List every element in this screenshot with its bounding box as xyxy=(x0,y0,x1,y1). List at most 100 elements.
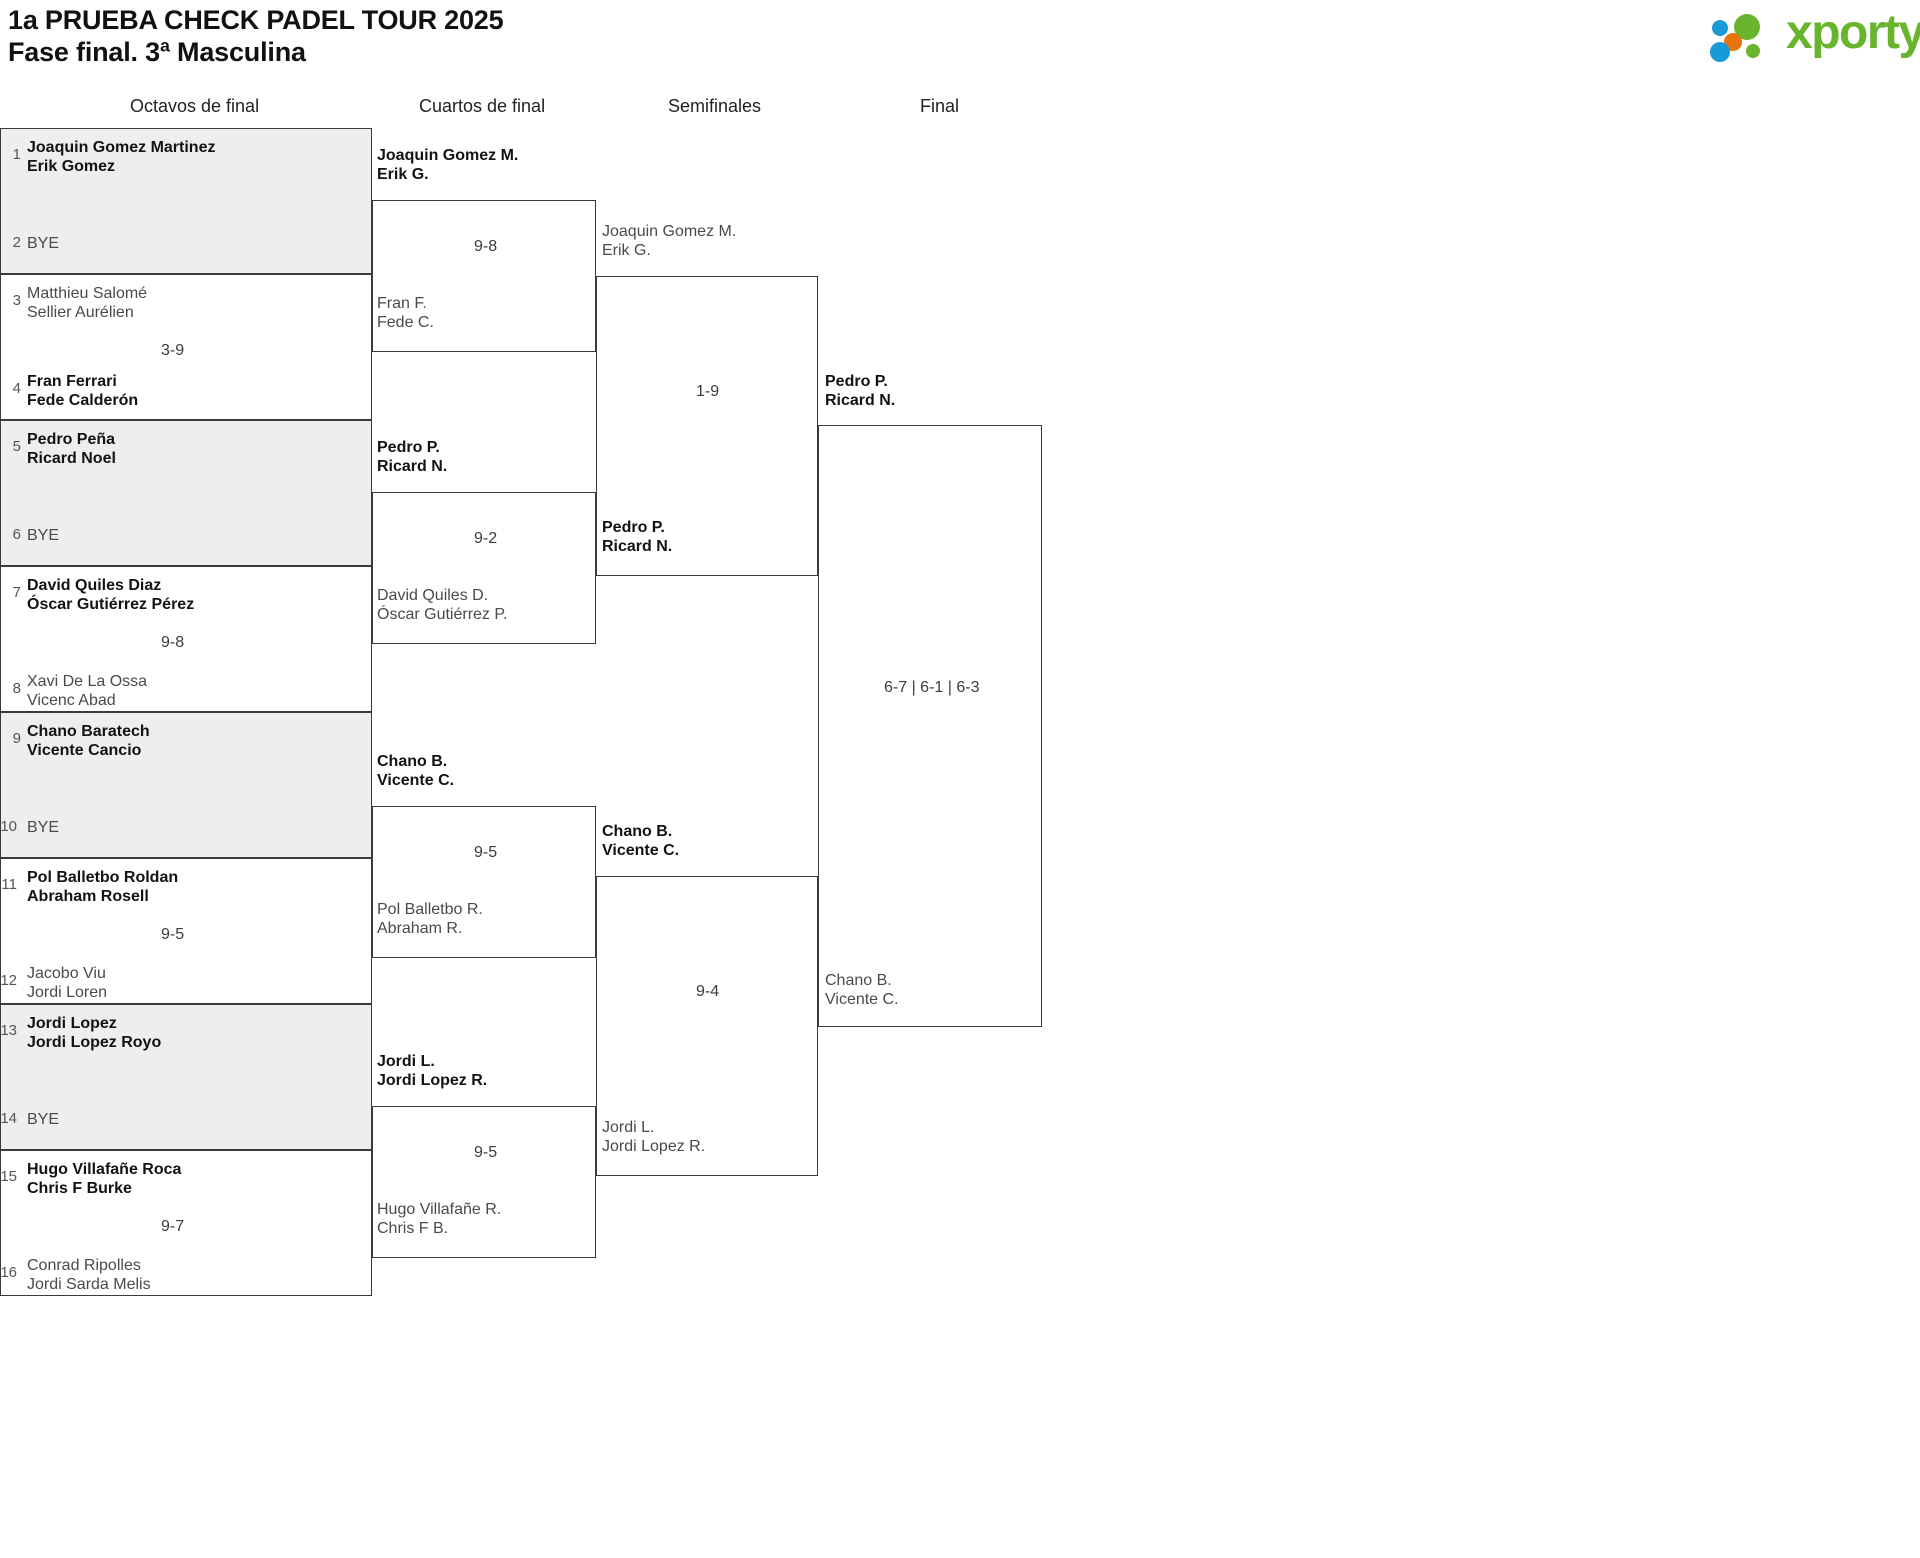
r2-match-1-team-bottom-line1: Fran F. xyxy=(377,295,427,312)
team-name-line1: BYE xyxy=(27,1111,60,1128)
match-score: 9-5 xyxy=(161,926,185,943)
seed-number: 8 xyxy=(12,680,21,697)
team-name-line2: Chris F Burke xyxy=(27,1180,132,1197)
r4-match-1-team-bottom-line2: Vicente C. xyxy=(825,991,899,1008)
seed-number: 9 xyxy=(12,730,21,747)
r2-match-1-score: 9-8 xyxy=(474,238,498,255)
r3-match-2[interactable] xyxy=(596,876,818,1176)
team-name-line2: Sellier Aurélien xyxy=(27,304,134,321)
r2-match-1-team-top-line2: Erik G. xyxy=(377,166,429,183)
r4-match-1-team-top-line1: Pedro P. xyxy=(825,373,888,390)
team-name-line1: Pol Balletbo Roldan xyxy=(27,869,179,886)
logo-wordmark: xporty xyxy=(1786,6,1920,59)
team-name-line2: Vicente Cancio xyxy=(27,742,142,759)
r4-match-1-team-bottom-line1: Chano B. xyxy=(825,972,892,989)
r3-match-1-team-top-line1: Joaquin Gomez M. xyxy=(602,223,737,240)
r2-match-3[interactable] xyxy=(372,806,596,958)
team-name-line1: BYE xyxy=(27,819,60,836)
page-title: 1a PRUEBA CHECK PADEL TOUR 2025 Fase fin… xyxy=(8,4,504,68)
team-name-line1: Xavi De La Ossa xyxy=(27,673,148,690)
r2-match-1[interactable] xyxy=(372,200,596,352)
r2-match-4-team-bottom-line2: Chris F B. xyxy=(377,1220,449,1237)
r4-match-1-score: 6-7 | 6-1 | 6-3 xyxy=(884,679,980,696)
tournament-name: 1a PRUEBA CHECK PADEL TOUR 2025 xyxy=(8,5,504,35)
r2-match-1-team-top-line1: Joaquin Gomez M. xyxy=(377,147,519,164)
seed-number: 11 xyxy=(1,876,17,893)
r3-match-2-score: 9-4 xyxy=(696,983,720,1000)
team-name-line2: Fede Calderón xyxy=(27,392,139,409)
team-name-line1: Jacobo Viu xyxy=(27,965,106,982)
match-score: 9-7 xyxy=(161,1218,185,1235)
team-name-line1: Fran Ferrari xyxy=(27,373,117,390)
team-name-line1: Pedro Peña xyxy=(27,431,116,448)
r2-match-3-score: 9-5 xyxy=(474,844,498,861)
r2-match-4[interactable] xyxy=(372,1106,596,1258)
team-name-line1: Hugo Villafañe Roca xyxy=(27,1161,182,1178)
r3-match-2-team-top-line2: Vicente C. xyxy=(602,842,680,859)
r1-match-1[interactable]: 1 Joaquin Gomez Martinez Erik Gomez 2 BY… xyxy=(0,128,372,274)
team-name-line1: David Quiles Diaz xyxy=(27,577,162,594)
r1-match-5[interactable]: 9 Chano Baratech Vicente Cancio 10 BYE xyxy=(0,712,372,858)
r2-match-4-team-bottom-line1: Hugo Villafañe R. xyxy=(377,1201,502,1218)
team-name-line1: BYE xyxy=(27,527,60,544)
xporty-logo[interactable]: xporty xyxy=(1710,6,1920,64)
team-name-line2: Erik Gomez xyxy=(27,158,116,175)
r2-match-4-team-top-line1: Jordi L. xyxy=(377,1053,435,1070)
team-name-line1: Joaquin Gomez Martinez xyxy=(27,139,216,156)
r2-match-2[interactable] xyxy=(372,492,596,644)
seed-number: 4 xyxy=(12,380,21,397)
r1-match-3[interactable]: 5 Pedro Peña Ricard Noel 6 BYE xyxy=(0,420,372,566)
r1-match-8[interactable]: 15 Hugo Villafañe Roca Chris F Burke 9-7… xyxy=(0,1150,372,1296)
r3-match-1-score: 1-9 xyxy=(696,383,720,400)
team-name-line2: Óscar Gutiérrez Pérez xyxy=(27,596,195,613)
seed-number: 3 xyxy=(12,292,21,309)
seed-number: 15 xyxy=(0,1168,17,1185)
match-score: 3-9 xyxy=(161,342,185,359)
r2-match-3-team-top-line2: Vicente C. xyxy=(377,772,455,789)
logo-dots-icon xyxy=(1710,14,1784,62)
team-name-line2: Vicenc Abad xyxy=(27,692,116,709)
r2-match-2-team-bottom-line1: David Quiles D. xyxy=(377,587,489,604)
seed-number: 10 xyxy=(0,818,17,835)
seed-number: 1 xyxy=(12,146,21,163)
r1-match-2[interactable]: 3 Matthieu Salomé Sellier Aurélien 3-9 4… xyxy=(0,274,372,420)
r3-match-1-team-top-line2: Erik G. xyxy=(602,242,651,259)
r3-match-1[interactable] xyxy=(596,276,818,576)
team-name-line2: Jordi Sarda Melis xyxy=(27,1276,151,1293)
r2-match-3-team-bottom-line2: Abraham R. xyxy=(377,920,463,937)
team-name-line1: Conrad Ripolles xyxy=(27,1257,141,1274)
r2-match-3-team-top-line1: Chano B. xyxy=(377,753,448,770)
seed-number: 5 xyxy=(12,438,21,455)
r2-match-2-team-top-line1: Pedro P. xyxy=(377,439,440,456)
round-header-octavos: Octavos de final xyxy=(130,96,260,116)
team-name-line1: Chano Baratech xyxy=(27,723,150,740)
r1-match-4[interactable]: 7 David Quiles Diaz Óscar Gutiérrez Pére… xyxy=(0,566,372,712)
r3-match-1-team-bottom-line1: Pedro P. xyxy=(602,519,665,536)
r2-match-3-team-bottom-line1: Pol Balletbo R. xyxy=(377,901,483,918)
r2-match-4-score: 9-5 xyxy=(474,1144,498,1161)
seed-number: 6 xyxy=(12,526,21,543)
r2-match-4-team-top-line2: Jordi Lopez R. xyxy=(377,1072,488,1089)
seed-number: 2 xyxy=(12,234,21,251)
match-score: 9-8 xyxy=(161,634,185,651)
r1-match-7[interactable]: 13 Jordi Lopez Jordi Lopez Royo 14 BYE xyxy=(0,1004,372,1150)
r2-match-2-team-bottom-line2: Óscar Gutiérrez P. xyxy=(377,606,508,623)
r4-match-1-team-top-line2: Ricard N. xyxy=(825,392,896,409)
seed-number: 13 xyxy=(0,1022,17,1039)
r2-match-2-team-top-line2: Ricard N. xyxy=(377,458,448,475)
team-name-line2: Ricard Noel xyxy=(27,450,116,467)
seed-number: 16 xyxy=(0,1264,17,1281)
team-name-line2: Abraham Rosell xyxy=(27,888,149,905)
r3-match-1-team-bottom-line2: Ricard N. xyxy=(602,538,673,555)
round-header-semifinales: Semifinales xyxy=(668,96,762,116)
team-name-line1: Matthieu Salomé xyxy=(27,285,148,302)
r4-match-1[interactable] xyxy=(818,425,1042,1027)
round-header-cuartos: Cuartos de final xyxy=(419,96,546,116)
team-name-line1: Jordi Lopez xyxy=(27,1015,117,1032)
r3-match-2-team-bottom-line2: Jordi Lopez R. xyxy=(602,1138,706,1155)
team-name-line2: Jordi Lopez Royo xyxy=(27,1034,162,1051)
r1-match-6[interactable]: 11 Pol Balletbo Roldan Abraham Rosell 9-… xyxy=(0,858,372,1004)
r3-match-2-team-bottom-line1: Jordi L. xyxy=(602,1119,655,1136)
tournament-phase: Fase final. 3ª Masculina xyxy=(8,37,306,67)
